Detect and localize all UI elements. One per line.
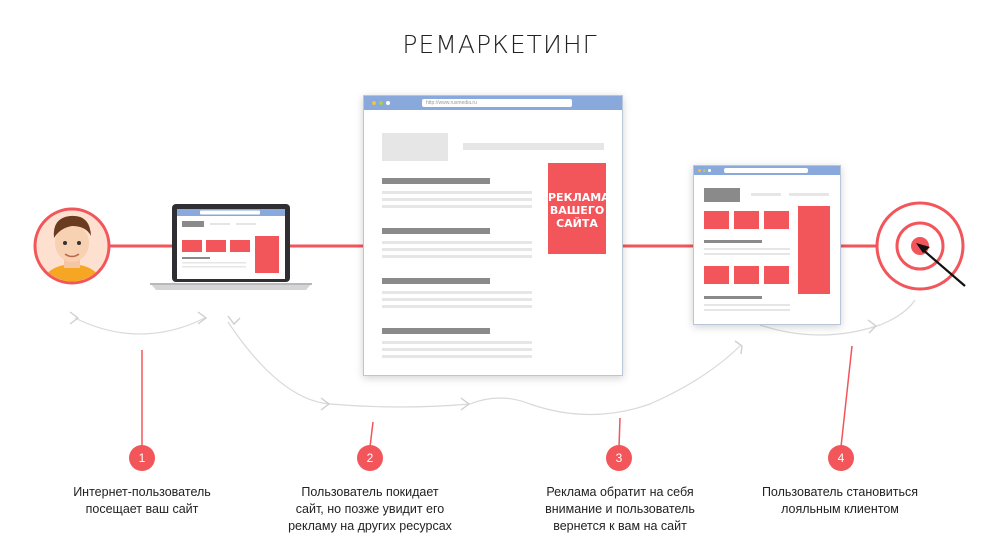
step-description: Реклама обратит на себя внимание и польз… bbox=[515, 484, 725, 535]
text-line-placeholder bbox=[382, 341, 532, 344]
text-line-placeholder bbox=[382, 305, 532, 308]
text-line-placeholder bbox=[704, 309, 790, 311]
page-title: РЕМАРКЕТИНГ bbox=[402, 30, 598, 59]
window-dot-icon bbox=[708, 169, 711, 172]
step-text-line: лояльным клиентом bbox=[781, 502, 899, 516]
header-placeholder bbox=[463, 143, 604, 150]
window-dot-icon bbox=[386, 101, 390, 105]
window-dot-icon bbox=[703, 169, 706, 172]
ad-sidebar-block bbox=[798, 206, 830, 294]
curved-flow-arrows bbox=[74, 299, 916, 416]
step-description: Интернет-пользователь посещает ваш сайт bbox=[42, 484, 242, 518]
main-browser-window: http://www.rusmedia.ru РЕКЛАМА ВАШЕГО СА… bbox=[363, 95, 623, 376]
window-dot-icon bbox=[379, 101, 383, 105]
text-line-placeholder bbox=[704, 248, 790, 250]
ad-block bbox=[764, 266, 789, 284]
text-line-placeholder bbox=[382, 241, 532, 244]
article-heading-placeholder bbox=[382, 228, 490, 234]
laptop-icon bbox=[150, 204, 312, 290]
text-line-placeholder bbox=[704, 253, 790, 255]
user-avatar-icon bbox=[33, 207, 111, 285]
browser-toolbar: http://www.rusmedia.ru bbox=[364, 96, 622, 110]
ad-block bbox=[764, 211, 789, 229]
text-line-placeholder bbox=[382, 205, 532, 208]
step-number-badge: 3 bbox=[606, 445, 632, 471]
text-line-placeholder bbox=[382, 255, 532, 258]
step-number-badge: 1 bbox=[129, 445, 155, 471]
ad-banner bbox=[548, 163, 606, 254]
text-line-placeholder bbox=[704, 240, 762, 243]
window-dot-icon bbox=[372, 101, 376, 105]
step-text-line: Интернет-пользователь bbox=[73, 485, 211, 499]
arrow-heads bbox=[69, 311, 878, 411]
text-line-placeholder bbox=[382, 355, 532, 358]
browser-toolbar bbox=[694, 166, 840, 175]
step-text-line: Реклама обратит на себя bbox=[546, 485, 694, 499]
return-site-browser-window bbox=[693, 165, 841, 325]
window-dot-icon bbox=[698, 169, 701, 172]
text-line-placeholder bbox=[382, 291, 532, 294]
step-text-line: посещает ваш сайт bbox=[85, 502, 199, 516]
browser-url-bar bbox=[724, 168, 808, 173]
article-heading-placeholder bbox=[382, 178, 490, 184]
text-line-placeholder bbox=[704, 304, 790, 306]
step-text-line: вернется к вам на сайт bbox=[553, 519, 687, 533]
step-text-line: рекламу на других ресурсах bbox=[288, 519, 452, 533]
ad-banner-line: ВАШЕГО bbox=[549, 204, 605, 217]
header-placeholder bbox=[789, 193, 829, 196]
step-description: Пользователь покидает сайт, но позже уви… bbox=[265, 484, 475, 535]
logo-placeholder bbox=[704, 188, 740, 202]
cursor-arrow-icon bbox=[916, 243, 966, 287]
step-number-badge: 4 bbox=[828, 445, 854, 471]
text-line-placeholder bbox=[382, 191, 532, 194]
browser-url-bar: http://www.rusmedia.ru bbox=[422, 99, 572, 107]
step-text-line: Пользователь становиться bbox=[761, 485, 919, 499]
ad-block bbox=[734, 211, 759, 229]
step-leader-lines bbox=[141, 345, 853, 448]
text-line-placeholder bbox=[382, 298, 532, 301]
header-placeholder bbox=[751, 193, 781, 196]
logo-placeholder bbox=[382, 133, 448, 161]
text-line-placeholder bbox=[704, 296, 762, 299]
text-line-placeholder bbox=[382, 348, 532, 351]
text-line-placeholder bbox=[382, 248, 532, 251]
article-heading-placeholder bbox=[382, 328, 490, 334]
ad-block bbox=[704, 211, 729, 229]
article-heading-placeholder bbox=[382, 278, 490, 284]
step-text-line: сайт, но позже увидит его bbox=[295, 502, 445, 516]
ad-banner-label: РЕКЛАМА ВАШЕГО САЙТА bbox=[548, 191, 610, 230]
step-number-badge: 2 bbox=[357, 445, 383, 471]
text-line-placeholder bbox=[382, 198, 532, 201]
step-text-line: внимание и пользователь bbox=[545, 502, 695, 516]
step-text-line: Пользователь покидает bbox=[301, 485, 439, 499]
ad-block bbox=[734, 266, 759, 284]
ad-block bbox=[704, 266, 729, 284]
ad-banner-line: САЙТА bbox=[556, 217, 598, 230]
ad-banner-line: РЕКЛАМА bbox=[548, 191, 610, 204]
step-description: Пользователь становиться лояльным клиент… bbox=[740, 484, 940, 518]
